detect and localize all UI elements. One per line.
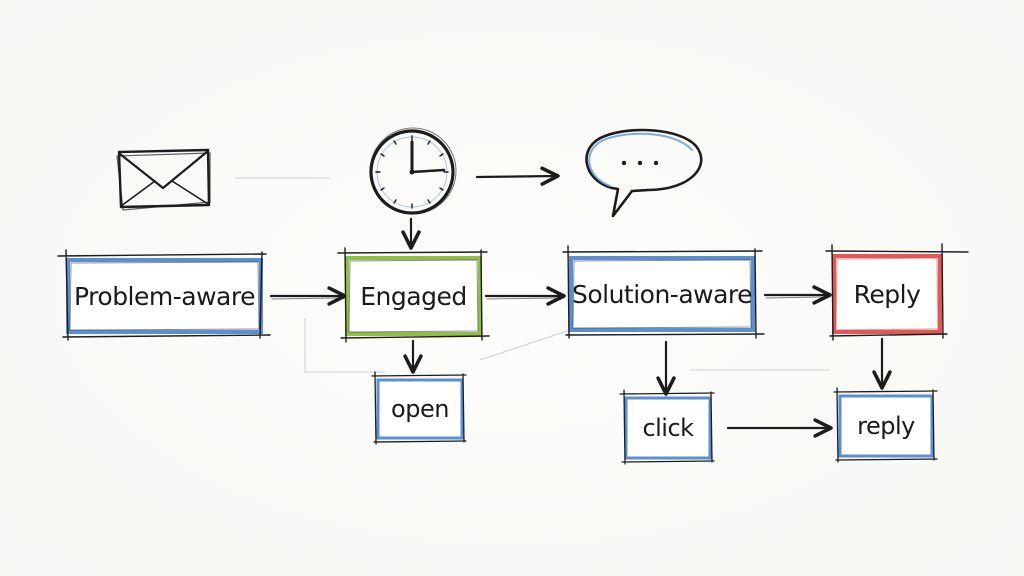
box-open bbox=[371, 371, 467, 445]
box-solution-aware bbox=[562, 245, 765, 339]
node-open: open bbox=[391, 395, 449, 423]
box-reply bbox=[833, 387, 938, 463]
connector-arrows bbox=[269, 166, 892, 438]
clock-icon bbox=[369, 127, 457, 215]
box-engaged bbox=[337, 247, 490, 343]
box-reply-stage bbox=[825, 243, 969, 341]
node-reply-stage: Reply bbox=[853, 279, 921, 309]
node-reply: reply bbox=[857, 412, 915, 440]
speech-bubble-icon bbox=[585, 128, 703, 218]
box-problem-aware bbox=[57, 249, 271, 341]
node-solution-aware: Solution-aware bbox=[571, 279, 753, 309]
node-problem-aware: Problem-aware bbox=[74, 281, 255, 311]
envelope-icon bbox=[116, 148, 211, 211]
box-click bbox=[619, 389, 715, 465]
node-engaged: Engaged bbox=[360, 281, 467, 311]
node-click: click bbox=[642, 414, 694, 442]
faint-guide-lines bbox=[235, 177, 830, 373]
arrow-clock-to-bubble bbox=[475, 166, 560, 186]
